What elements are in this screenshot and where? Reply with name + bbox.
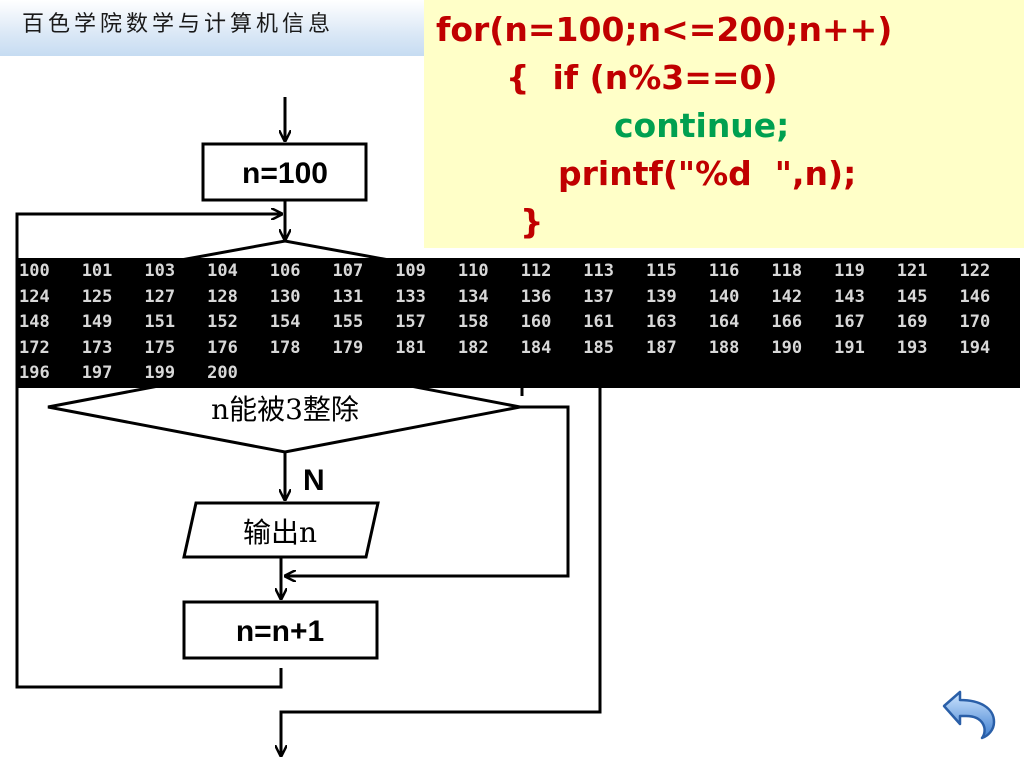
loop-condition-diamond [169, 239, 401, 264]
console-value: 149 [81, 312, 113, 333]
console-value: 151 [144, 312, 176, 333]
console-value: 107 [332, 261, 364, 281]
console-value: 113 [583, 261, 615, 281]
console-value: 160 [520, 312, 552, 333]
code-line-2: { if (n%3==0) [506, 58, 778, 97]
console-value: 124 [19, 286, 50, 307]
console-value: 128 [207, 286, 238, 307]
console-value: 154 [269, 312, 301, 333]
console-value: 163 [646, 312, 677, 333]
console-value: 143 [834, 286, 865, 307]
console-value: 125 [81, 286, 113, 307]
increment-box [182, 600, 379, 660]
console-value: 136 [520, 286, 552, 307]
console-value: 179 [332, 337, 364, 358]
console-value: 184 [520, 337, 552, 358]
console-value: 122 [959, 261, 991, 281]
console-value: 116 [708, 261, 740, 281]
no-branch-label: N [303, 464, 325, 497]
code-snippet: for(n=100;n<=200;n++) { if (n%3==0) cont… [424, 0, 1024, 248]
console-value: 140 [708, 286, 740, 307]
console-value: 173 [81, 337, 113, 358]
console-value: 118 [771, 261, 803, 281]
console-value: 146 [959, 286, 991, 307]
console-value: 121 [896, 261, 928, 281]
console-value: 169 [896, 312, 928, 333]
console-value: 197 [81, 363, 113, 384]
console-value: 115 [646, 261, 677, 281]
increment-label: n=n+1 [236, 615, 324, 648]
console-value: 178 [269, 337, 301, 358]
console-value: 131 [332, 286, 364, 307]
console-value: 158 [457, 312, 489, 333]
console-value: 166 [771, 312, 803, 333]
console-value: 148 [19, 312, 50, 333]
console-value: 109 [395, 261, 426, 281]
output-box [182, 501, 380, 559]
return-arrow-icon[interactable] [940, 688, 998, 740]
console-value: 119 [834, 261, 865, 281]
console-value: 103 [144, 261, 176, 281]
console-value: 133 [395, 286, 426, 307]
code-line-1: for(n=100;n<=200;n++) [436, 10, 893, 49]
console-value: 137 [583, 286, 615, 307]
console-value: 200 [207, 363, 238, 384]
code-line-3: continue; [614, 106, 790, 145]
console-value: 182 [457, 337, 489, 358]
console-value: 145 [896, 286, 928, 307]
console-value: 101 [81, 261, 113, 281]
console-value: 181 [395, 337, 426, 358]
code-line-5: } [520, 202, 544, 241]
continue-branch [285, 405, 570, 576]
header-title: 百色学院数学与计算机信息 [22, 12, 335, 37]
console-value: 167 [834, 312, 865, 333]
code-line-4: printf("%d ",n); [558, 154, 857, 193]
loop-exit-edge [281, 388, 602, 756]
console-value: 100 [19, 261, 50, 281]
console-value: 157 [395, 312, 426, 333]
console-value: 190 [771, 337, 803, 358]
console-value: 130 [269, 286, 301, 307]
console-value: 127 [144, 286, 176, 307]
console-output: 100 101 103 104 106 107 109 110 112 113 115 116 118 1… [16, 258, 1020, 388]
console-value: 193 [896, 337, 928, 358]
console-value: 175 [144, 337, 176, 358]
console-value: 172 [19, 337, 50, 358]
console-value: 106 [269, 261, 301, 281]
output-label: 输出n [243, 516, 317, 549]
console-value: 112 [520, 261, 552, 281]
console-value: 164 [708, 312, 740, 333]
console-value: 185 [583, 337, 615, 358]
console-value: 191 [834, 337, 865, 358]
console-value: 196 [19, 363, 50, 384]
condition-label: n能被3整除 [211, 393, 359, 426]
console-value: 155 [332, 312, 364, 333]
header-banner: 百色学院数学与计算机信息 [0, 0, 430, 56]
console-value: 188 [708, 337, 740, 358]
console-value: 161 [583, 312, 615, 333]
init-label: n=100 [242, 157, 328, 190]
console-value: 170 [959, 312, 991, 333]
console-value: 152 [207, 312, 238, 333]
console-value: 142 [771, 286, 803, 307]
console-value: 139 [646, 286, 677, 307]
console-value: 187 [646, 337, 677, 358]
console-value: 194 [959, 337, 991, 358]
loop-back-edge [15, 214, 282, 689]
console-value: 176 [207, 337, 238, 358]
console-value: 134 [457, 286, 489, 307]
console-value: 110 [457, 261, 489, 281]
console-value: 104 [207, 261, 238, 281]
console-value: 199 [144, 363, 176, 384]
